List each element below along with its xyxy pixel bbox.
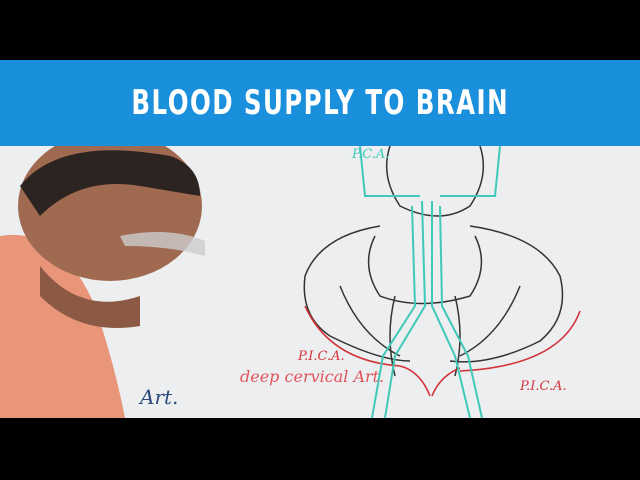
title-banner: BLOOD SUPPLY TO BRAIN bbox=[0, 60, 640, 146]
pica-vessels bbox=[304, 305, 581, 397]
label-pca: P.C.A. bbox=[351, 147, 389, 162]
whiteboard-drawing: P.C.A. P.I.C.A. P.I.C.A. deep cervical A… bbox=[0, 146, 581, 418]
brain-outline bbox=[303, 146, 564, 377]
banner-title: BLOOD SUPPLY TO BRAIN bbox=[131, 83, 509, 123]
label-deep-cervical: deep cervical Art. bbox=[240, 367, 384, 386]
label-pica-left: P.I.C.A. bbox=[297, 349, 345, 364]
lecture-photo: P.C.A. P.I.C.A. P.I.C.A. deep cervical A… bbox=[0, 146, 640, 418]
presenter bbox=[0, 146, 205, 418]
label-pica-right: P.I.C.A. bbox=[519, 379, 567, 394]
label-art: Art. bbox=[138, 385, 178, 409]
basilar-vertebral-arteries bbox=[359, 146, 501, 418]
